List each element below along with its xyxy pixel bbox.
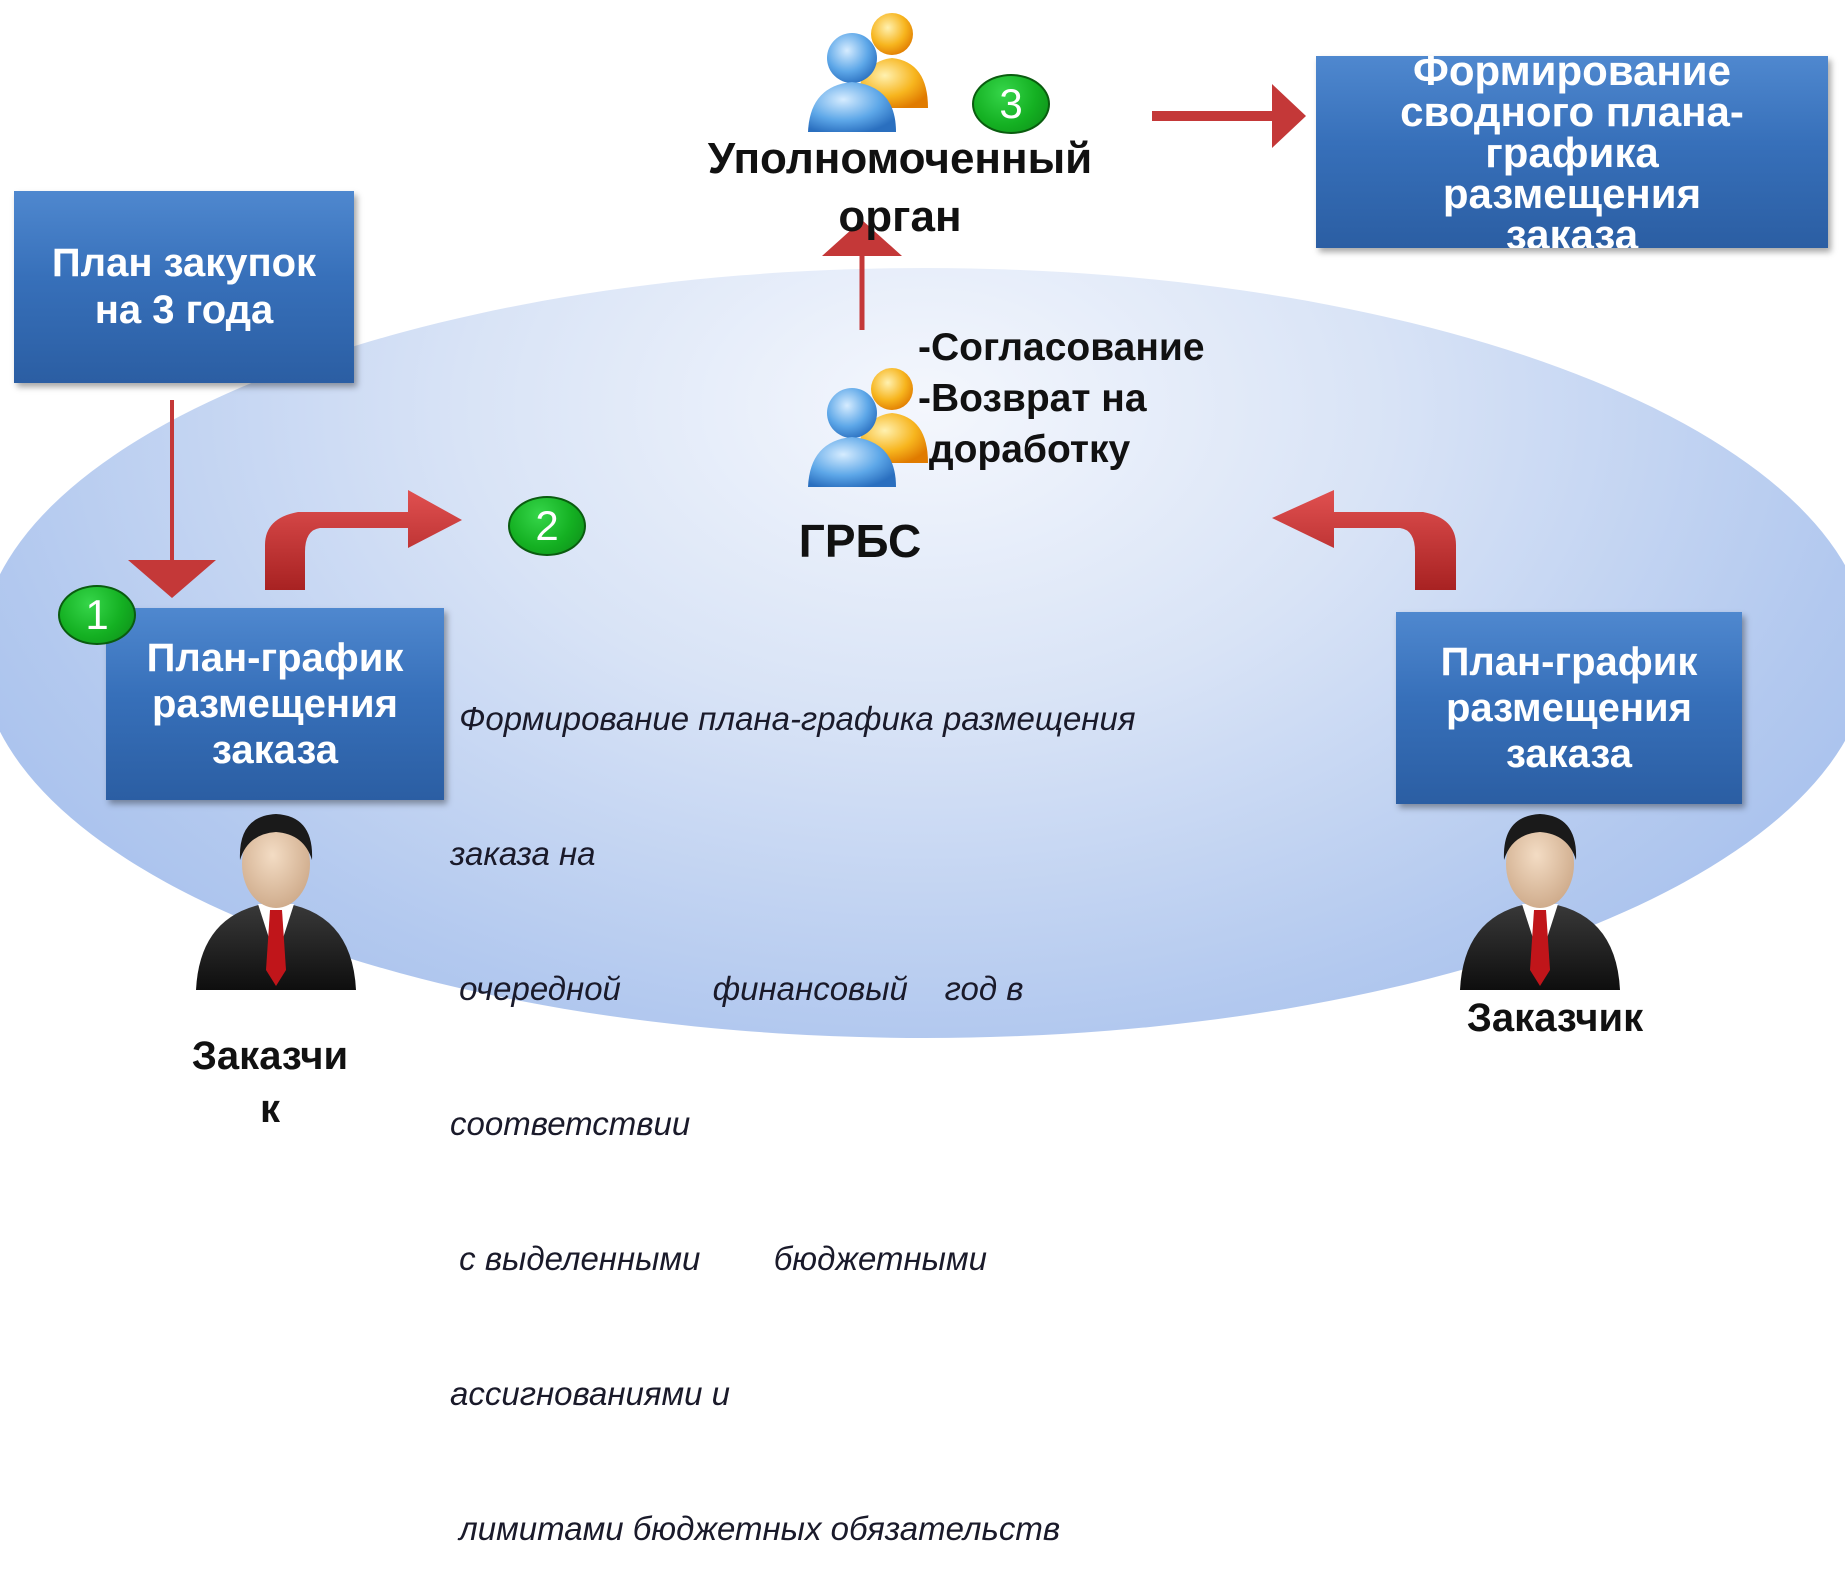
curved-arrow-right-icon (265, 490, 462, 590)
description-text: Формирование плана-графика размещения за… (450, 606, 1135, 1596)
step-badge-1: 1 (58, 585, 136, 645)
action-approval: -Согласование (918, 326, 1205, 369)
action-return: -Возврат на (918, 377, 1147, 420)
grbs-label: ГРБС (798, 515, 922, 567)
plan-schedule-right-box: План-график размещения заказа (1396, 612, 1742, 804)
description-line: ассигнованиями и (450, 1375, 730, 1412)
arrow-down-icon (128, 400, 216, 598)
diagram-graphics (128, 13, 1620, 990)
businessman-icon (196, 814, 356, 990)
description-line: с выделенными бюджетными (450, 1240, 987, 1277)
summary-plan-box: Формирование сводного плана- графика раз… (1316, 56, 1828, 248)
businessman-icon (1460, 814, 1620, 990)
customer-right-label: Заказчик (1466, 996, 1644, 1040)
plan-3-years-box: План закупок на 3 года (14, 191, 354, 383)
plan-schedule-left-box: План-график размещения заказа (106, 608, 444, 800)
people-group-icon (808, 13, 928, 132)
people-group-icon (808, 368, 928, 487)
grbs-actions-list: -Согласование -Возврат на доработку (918, 322, 1205, 475)
customer-left-label: Заказчи к (191, 1034, 349, 1131)
action-rework: доработку (918, 428, 1131, 471)
curved-arrow-left-icon (1272, 490, 1456, 590)
arrow-right-icon (1152, 84, 1306, 148)
step-badge-3: 3 (972, 74, 1050, 134)
description-line: Формирование плана-графика размещения (450, 700, 1136, 737)
description-line: заказа на (450, 835, 596, 872)
description-line: лимитами бюджетных обязательств (450, 1510, 1061, 1547)
description-line: очередной финансовый год в (450, 970, 1024, 1007)
step-badge-2: 2 (508, 496, 586, 556)
description-line: соответствии (450, 1105, 691, 1142)
arrow-up-icon (822, 220, 902, 330)
authorized-body-label: Уполномоченный орган (707, 134, 1093, 241)
